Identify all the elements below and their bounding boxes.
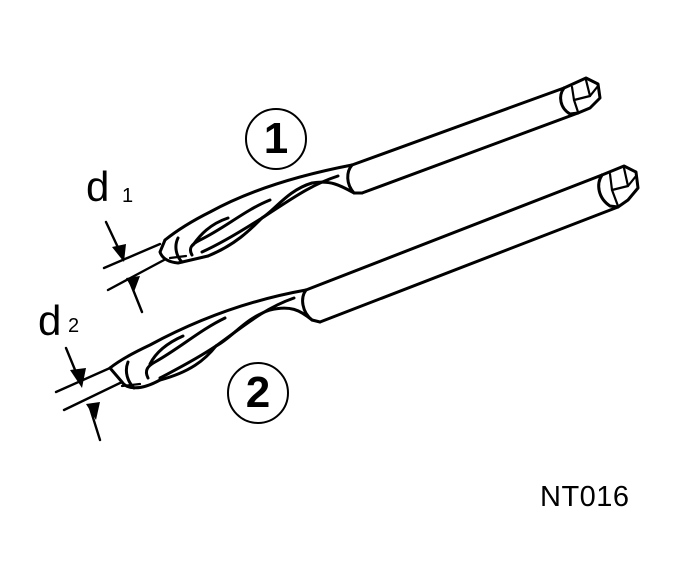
callout-1: 1	[245, 108, 307, 170]
figure-id-label: NT016	[540, 481, 630, 513]
drill-bit-1-shank	[346, 86, 580, 195]
drill-bit-1	[158, 76, 602, 265]
drill-bit-2	[54, 164, 640, 412]
dimension-subscript-d1: 1	[122, 185, 134, 207]
drill-bit-2-flutes	[108, 288, 314, 382]
dimension-symbol: d	[86, 163, 110, 210]
drill-bit-1-flutes	[163, 163, 356, 258]
dimension-d1	[102, 220, 166, 314]
dimension-subscript-d2: 2	[68, 315, 80, 337]
drill-bit-2-shank	[301, 173, 620, 324]
dimension-symbol: d	[38, 297, 62, 344]
callout-2: 2	[227, 362, 289, 424]
dimension-label-d1: d	[86, 166, 109, 208]
drill-bit-1-tip	[158, 236, 210, 265]
drill-bit-2-hex-end	[597, 164, 640, 209]
callout-number: 1	[263, 114, 289, 163]
callout-number: 2	[245, 368, 271, 417]
drill-bit-2-tip	[54, 360, 162, 412]
dimension-d2	[64, 346, 102, 442]
drill-bit-1-hex-end	[559, 76, 602, 116]
dimension-label-d2: d	[38, 300, 61, 342]
